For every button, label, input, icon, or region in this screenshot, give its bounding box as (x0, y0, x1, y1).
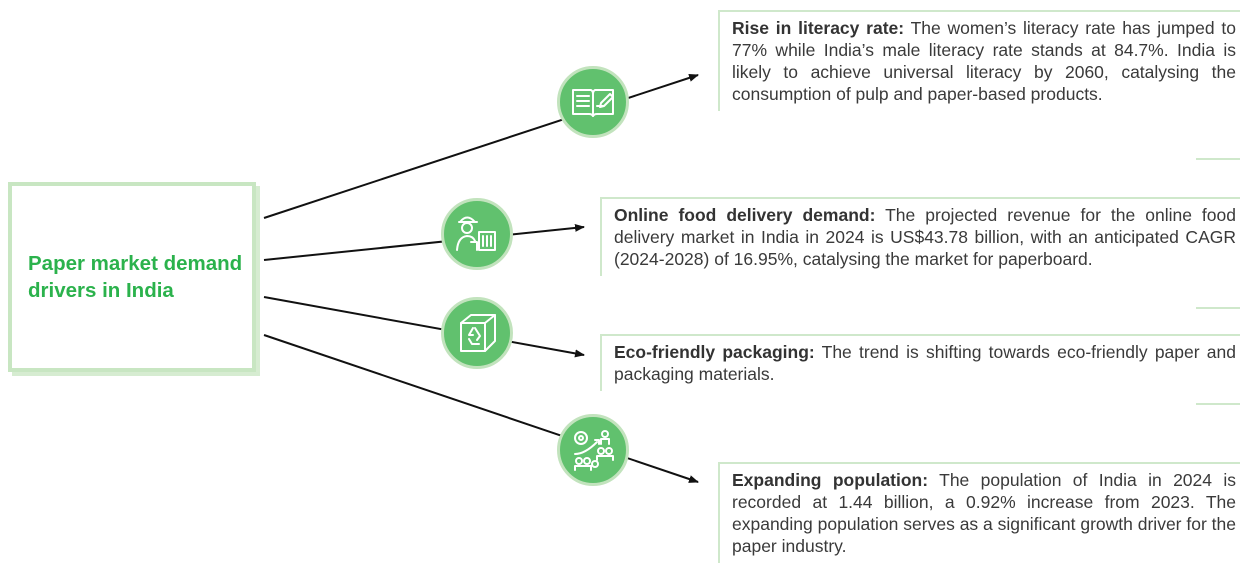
driver-literacy-text: The women’s literacy rate has jumped to … (732, 18, 1236, 104)
driver-food-delivery: Online food delivery demand: The project… (600, 197, 1240, 309)
arrow-packaging (263, 296, 585, 358)
divider-line (1196, 403, 1240, 405)
driver-literacy-lead: Rise in literacy rate: (732, 18, 905, 38)
center-box: Paper market demand drivers in India (8, 182, 256, 372)
driver-food-delivery-text: The projected revenue for the online foo… (614, 205, 1236, 269)
driver-population-lead: Expanding population: (732, 470, 929, 490)
driver-population: Expanding population: The population of … (718, 462, 1240, 563)
food-delivery-icon (441, 198, 513, 270)
center-title: Paper market demand drivers in India (28, 252, 243, 302)
driver-packaging-lead: Eco-friendly packaging: (614, 342, 815, 362)
driver-population-text: The population of India in 2024 is recor… (732, 470, 1237, 556)
driver-literacy: Rise in literacy rate: The women’s liter… (718, 10, 1240, 160)
driver-packaging-text: The trend is shifting towards eco-friend… (614, 342, 1236, 384)
book-icon (557, 66, 629, 138)
driver-food-delivery-lead: Online food delivery demand: (614, 205, 876, 225)
divider-line (1196, 307, 1240, 309)
driver-packaging: Eco-friendly packaging: The trend is shi… (600, 334, 1240, 405)
recycle-box-icon (441, 297, 513, 369)
arrow-food-delivery (263, 223, 585, 261)
divider-line (1196, 158, 1240, 160)
population-growth-icon (557, 414, 629, 486)
